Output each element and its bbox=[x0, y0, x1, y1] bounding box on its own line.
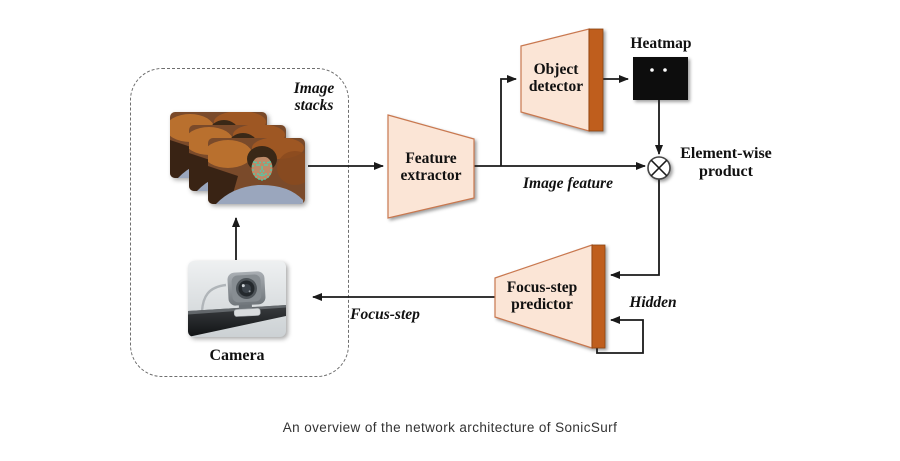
multiply-cross-icon bbox=[650, 159, 668, 177]
webcam-cable bbox=[200, 283, 227, 312]
element-wise-product-label: Element-wise product bbox=[680, 145, 772, 180]
heatmap-image bbox=[633, 57, 688, 100]
heatmap-dot bbox=[650, 68, 654, 72]
face-landmarks bbox=[252, 161, 272, 181]
heatmap-dot bbox=[663, 68, 667, 72]
heatmap-label: Heatmap bbox=[630, 35, 692, 52]
image-stack bbox=[170, 112, 305, 204]
camera-photo bbox=[188, 261, 286, 337]
stack-photo-front bbox=[208, 138, 305, 204]
focus-step-predictor-input-bar bbox=[591, 244, 606, 349]
arrow-feature-to-object-detector bbox=[500, 75, 517, 166]
image-feature-label: Image feature bbox=[523, 175, 613, 192]
feature-extractor-node bbox=[387, 114, 475, 219]
focus-step-predictor-label: Focus-step predictor bbox=[506, 279, 578, 313]
camera-label: Camera bbox=[209, 347, 265, 364]
figure-caption: An overview of the network architecture … bbox=[282, 420, 618, 435]
arrow-predictor-hidden-loop bbox=[596, 316, 644, 354]
laptop-edge bbox=[188, 305, 286, 337]
webcam-head bbox=[227, 271, 266, 317]
feature-extractor-label: Feature extractor bbox=[400, 150, 462, 184]
hidden-label: Hidden bbox=[629, 294, 677, 311]
arrow-product-to-predictor bbox=[610, 179, 660, 279]
object-detector-output-bar bbox=[588, 28, 604, 132]
object-detector-label: Object detector bbox=[528, 61, 584, 95]
image-stacks-label: Image stacks bbox=[293, 80, 335, 114]
focus-step-label: Focus-step bbox=[350, 306, 420, 323]
camera-loop-dashed-box bbox=[130, 68, 349, 377]
